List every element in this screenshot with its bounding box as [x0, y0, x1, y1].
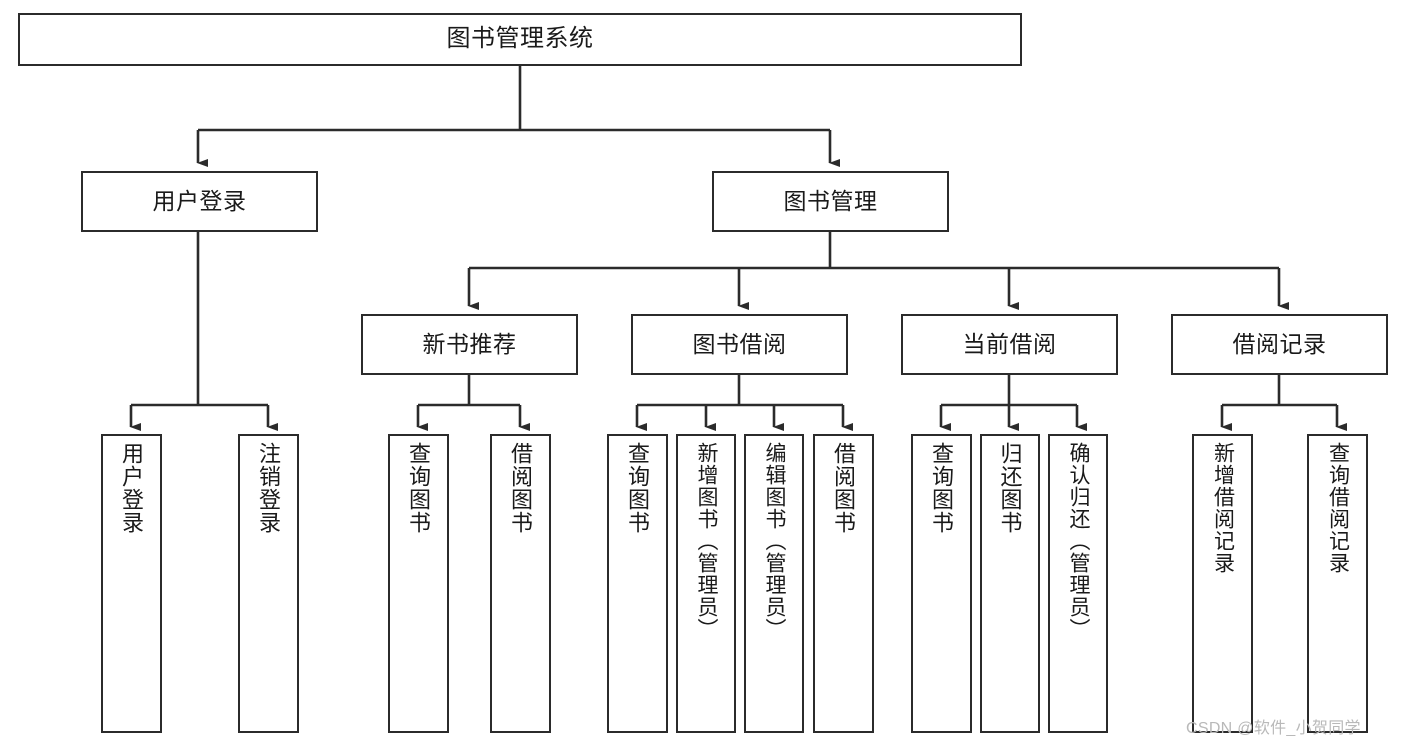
leaf-query-book-1[interactable]: 查询图书 — [388, 434, 449, 733]
leaf-query-book-2[interactable]: 查询图书 — [607, 434, 668, 733]
node-user-login[interactable]: 用户登录 — [81, 171, 318, 232]
leaf-query-book-1-label: 查询图书 — [406, 442, 432, 534]
leaf-add-book[interactable]: 新增图书（管理员） — [676, 434, 736, 733]
leaf-return-book[interactable]: 归还图书 — [980, 434, 1040, 733]
leaf-add-book-label: 新增图书（管理员） — [695, 442, 719, 640]
node-root-label: 图书管理系统 — [446, 25, 594, 53]
leaf-query-book-3[interactable]: 查询图书 — [911, 434, 972, 733]
leaf-confirm-return[interactable]: 确认归还（管理员） — [1048, 434, 1108, 733]
leaf-borrow-book-1-label: 借阅图书 — [508, 442, 534, 534]
node-root[interactable]: 图书管理系统 — [18, 13, 1022, 66]
leaf-add-record-label: 新增借阅记录 — [1211, 442, 1235, 574]
leaf-query-book-3-label: 查询图书 — [929, 442, 955, 534]
node-book-manage[interactable]: 图书管理 — [712, 171, 949, 232]
leaf-query-record[interactable]: 查询借阅记录 — [1307, 434, 1368, 733]
leaf-borrow-book-2[interactable]: 借阅图书 — [813, 434, 874, 733]
leaf-return-book-label: 归还图书 — [997, 442, 1023, 534]
node-new-book-recommend-label: 新书推荐 — [422, 330, 517, 357]
node-current-borrow[interactable]: 当前借阅 — [901, 314, 1118, 375]
node-borrow-record-label: 借阅记录 — [1232, 330, 1327, 357]
leaf-user-logout[interactable]: 注销登录 — [238, 434, 299, 733]
node-user-login-label: 用户登录 — [152, 187, 247, 214]
leaf-borrow-book-2-label: 借阅图书 — [831, 442, 857, 534]
csdn-watermark: CSDN @软件_小贺同学 — [1186, 720, 1361, 737]
leaf-edit-book[interactable]: 编辑图书（管理员） — [744, 434, 804, 733]
node-new-book-recommend[interactable]: 新书推荐 — [361, 314, 578, 375]
leaf-user-login[interactable]: 用户登录 — [101, 434, 162, 733]
leaf-query-record-label: 查询借阅记录 — [1326, 442, 1350, 574]
leaf-confirm-return-label: 确认归还（管理员） — [1067, 442, 1091, 640]
node-current-borrow-label: 当前借阅 — [962, 330, 1057, 357]
leaf-edit-book-label: 编辑图书（管理员） — [763, 442, 787, 640]
node-book-borrow[interactable]: 图书借阅 — [631, 314, 848, 375]
node-book-manage-label: 图书管理 — [783, 187, 878, 214]
leaf-add-record[interactable]: 新增借阅记录 — [1192, 434, 1253, 733]
leaf-user-logout-label: 注销登录 — [256, 442, 282, 534]
node-borrow-record[interactable]: 借阅记录 — [1171, 314, 1388, 375]
leaf-query-book-2-label: 查询图书 — [625, 442, 651, 534]
node-book-borrow-label: 图书借阅 — [692, 330, 787, 357]
leaf-borrow-book-1[interactable]: 借阅图书 — [490, 434, 551, 733]
leaf-user-login-label: 用户登录 — [119, 442, 145, 534]
